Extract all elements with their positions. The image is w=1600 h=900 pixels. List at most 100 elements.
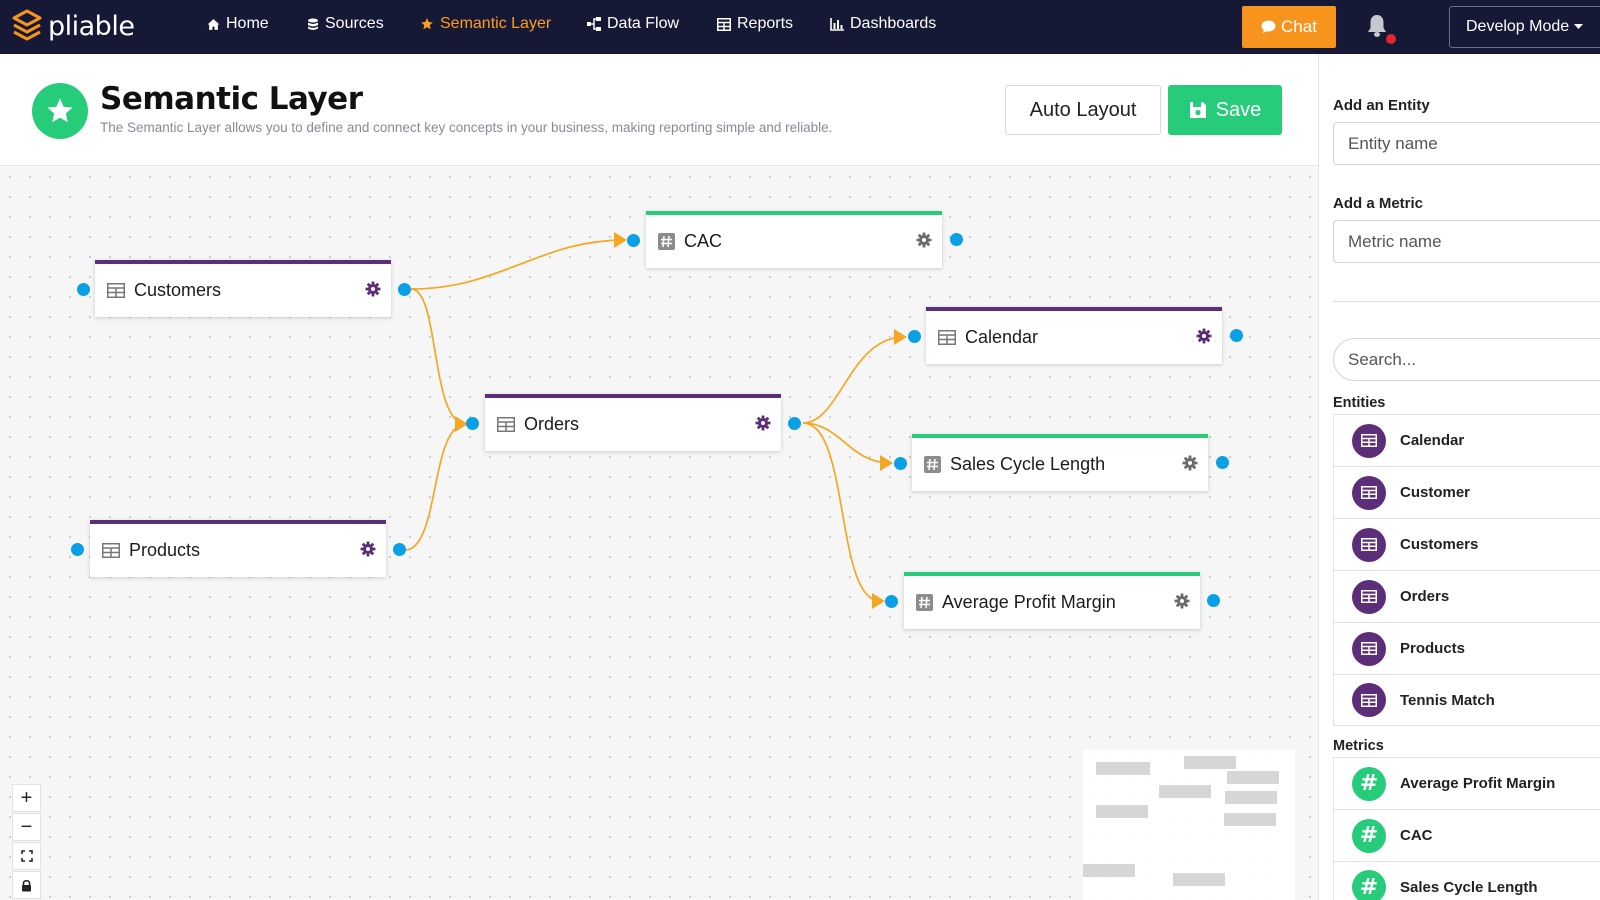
arrow-head-icon [880,455,893,471]
node-input-handle[interactable] [71,543,84,556]
minimap-node [1184,756,1236,769]
nav-home[interactable]: Home [207,15,269,33]
fit-view-button[interactable] [12,842,41,870]
minimap[interactable] [1083,750,1295,900]
node-output-handle[interactable] [1207,594,1220,607]
node-input-handle[interactable] [627,234,640,247]
save-button-label: Save [1215,98,1262,121]
table-icon [1352,579,1386,614]
auto-layout-button[interactable]: Auto Layout [1005,85,1161,135]
hash-icon: # [1352,766,1386,801]
node-sales-cycle-length[interactable]: Sales Cycle Length [912,434,1208,491]
add-entity-label: Add an Entity [1333,97,1430,114]
node-input-handle[interactable] [466,417,479,430]
node-input-handle[interactable] [894,457,907,470]
node-input-handle[interactable] [885,595,898,608]
arrow-head-icon [455,416,468,432]
node-average-profit-margin-label: Average Profit Margin [942,592,1116,612]
entity-list-item[interactable]: Calendar [1333,414,1600,466]
nav-reports[interactable]: Reports [717,15,793,33]
sidebar-divider [1333,301,1600,302]
save-button[interactable]: Save [1168,85,1282,135]
entity-list-item-label: Orders [1400,588,1450,605]
lock-button[interactable] [12,871,41,899]
entity-list-item[interactable]: Products [1333,622,1600,674]
arrow-head-icon [872,593,885,609]
brand-logo[interactable]: pliable [12,9,135,43]
entity-list-item[interactable]: Customer [1333,466,1600,518]
node-cac-label: CAC [684,231,723,251]
notifications-button[interactable] [1366,14,1388,43]
node-products[interactable]: Products [90,520,386,577]
graph-canvas[interactable]: Customers Products Orders CAC Calendar S… [0,167,1318,900]
chat-bubble-icon [1261,20,1276,34]
node-output-handle[interactable] [950,233,963,246]
develop-mode-dropdown[interactable]: Develop Mode [1449,6,1600,48]
add-metric-label: Add a Metric [1333,195,1424,212]
metric-list-item[interactable]: # Average Profit Margin [1333,757,1600,809]
node-calendar-label: Calendar [965,327,1039,347]
edges-layer [404,232,907,609]
node-customers[interactable]: Customers [95,260,391,317]
table-icon [1352,527,1386,562]
nav-home-label: Home [226,15,269,32]
node-output-handle[interactable] [398,283,411,296]
table-icon [1352,423,1386,458]
edge-orders-sales-cycle [802,422,891,464]
entity-list-item[interactable]: Orders [1333,570,1600,622]
gear-icon[interactable] [360,541,376,557]
node-average-profit-margin[interactable]: Average Profit Margin [904,572,1200,629]
node-output-handle[interactable] [393,543,406,556]
node-output-handle[interactable] [788,417,801,430]
nav-sources[interactable]: Sources [307,15,384,33]
zoom-in-button[interactable]: + [12,784,41,812]
entity-list-item[interactable]: Tennis Match [1333,674,1600,726]
node-calendar[interactable]: Calendar [926,307,1222,364]
gear-icon[interactable] [365,281,381,297]
zoom-out-button[interactable]: − [12,813,41,841]
search-input[interactable] [1333,338,1600,381]
nav-semantic-layer[interactable]: Semantic Layer [420,15,551,33]
node-products-label: Products [129,540,201,560]
gear-icon[interactable] [755,415,771,431]
nav-data-flow[interactable]: Data Flow [587,15,679,33]
node-customers-label: Customers [134,280,222,300]
gear-icon[interactable] [1182,455,1198,471]
node-input-handle[interactable] [77,283,90,296]
minimap-node [1227,771,1279,784]
nav-reports-label: Reports [737,15,794,32]
entity-list-item-label: Tennis Match [1400,691,1495,709]
edge-customers-cac [410,239,625,290]
chat-button[interactable]: Chat [1242,6,1336,48]
table-icon [107,283,125,298]
gear-icon[interactable] [1196,328,1212,344]
node-cac[interactable]: CAC [646,211,942,268]
node-orders[interactable]: Orders [485,394,781,451]
hash-icon [658,233,675,250]
metric-name-input[interactable] [1333,220,1600,263]
page-title: Semantic Layer [100,81,363,117]
arrow-head-icon [894,329,907,345]
arrow-head-icon [614,232,627,248]
entity-name-input[interactable] [1333,122,1600,165]
edge-orders-calendar [802,336,905,424]
nav-data-flow-label: Data Flow [607,15,680,32]
hash-icon [916,594,933,611]
node-output-handle[interactable] [1230,329,1243,342]
gear-icon[interactable] [916,232,932,248]
metric-list-item-label: CAC [1400,827,1433,844]
nav-dashboards[interactable]: Dashboards [830,15,936,33]
bell-icon [1368,15,1386,37]
node-output-handle[interactable] [1216,456,1229,469]
database-icon [308,18,318,30]
node-input-handle[interactable] [908,330,921,343]
metric-list-item[interactable]: # CAC [1333,809,1600,861]
hash-icon: # [1352,870,1386,900]
bar-chart-icon [830,17,844,31]
entities-heading: Entities [1333,395,1386,411]
entity-list-item[interactable]: Customers [1333,518,1600,570]
gear-icon[interactable] [1174,593,1190,609]
nav-semantic-layer-label: Semantic Layer [440,15,552,32]
metric-list-item[interactable]: # Sales Cycle Length [1333,861,1600,900]
star-icon [47,98,73,123]
